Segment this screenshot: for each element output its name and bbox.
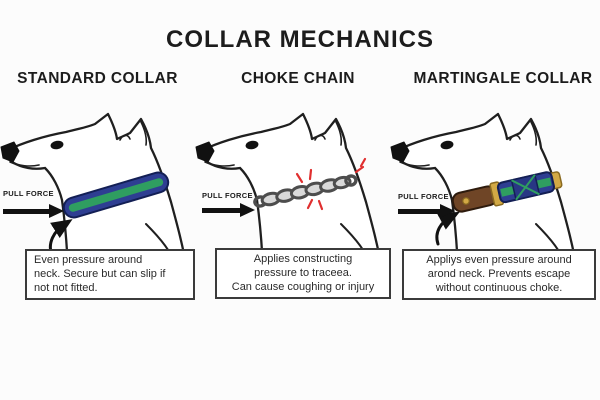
page-title: COLLAR MECHANICS (166, 26, 434, 53)
buckle-stud (462, 197, 470, 205)
description-box-standard: Even pressure around neck. Secure but ca… (25, 249, 195, 301)
stress-marks (295, 157, 367, 211)
pointer-arrow (435, 211, 460, 246)
choke-chain-graphic (253, 174, 358, 208)
pull-force-arrow (3, 204, 64, 218)
martingale-collar-graphic (451, 171, 563, 213)
pull-force-label: PULL FORCE (398, 192, 449, 201)
description-box-martingale: Appliys even pressure around arond neck.… (402, 249, 596, 301)
pull-force-arrow (202, 203, 255, 217)
dog-illustration-choke (195, 112, 384, 270)
description-box-choke: Applies constructing pressure to traceea… (215, 248, 391, 300)
dog-illustration-standard (0, 112, 189, 270)
pull-force-label: PULL FORCE (3, 189, 54, 198)
standard-collar-graphic (62, 171, 170, 219)
pull-force-label: PULL FORCE (202, 191, 253, 200)
heading-choke-chain: CHOKE CHAIN (241, 70, 355, 87)
heading-martingale-collar: MARTINGALE COLLAR (413, 70, 593, 87)
pull-force-arrow (398, 204, 455, 218)
dog-illustration-martingale (390, 112, 579, 270)
heading-standard-collar: STANDARD COLLAR (17, 70, 178, 87)
